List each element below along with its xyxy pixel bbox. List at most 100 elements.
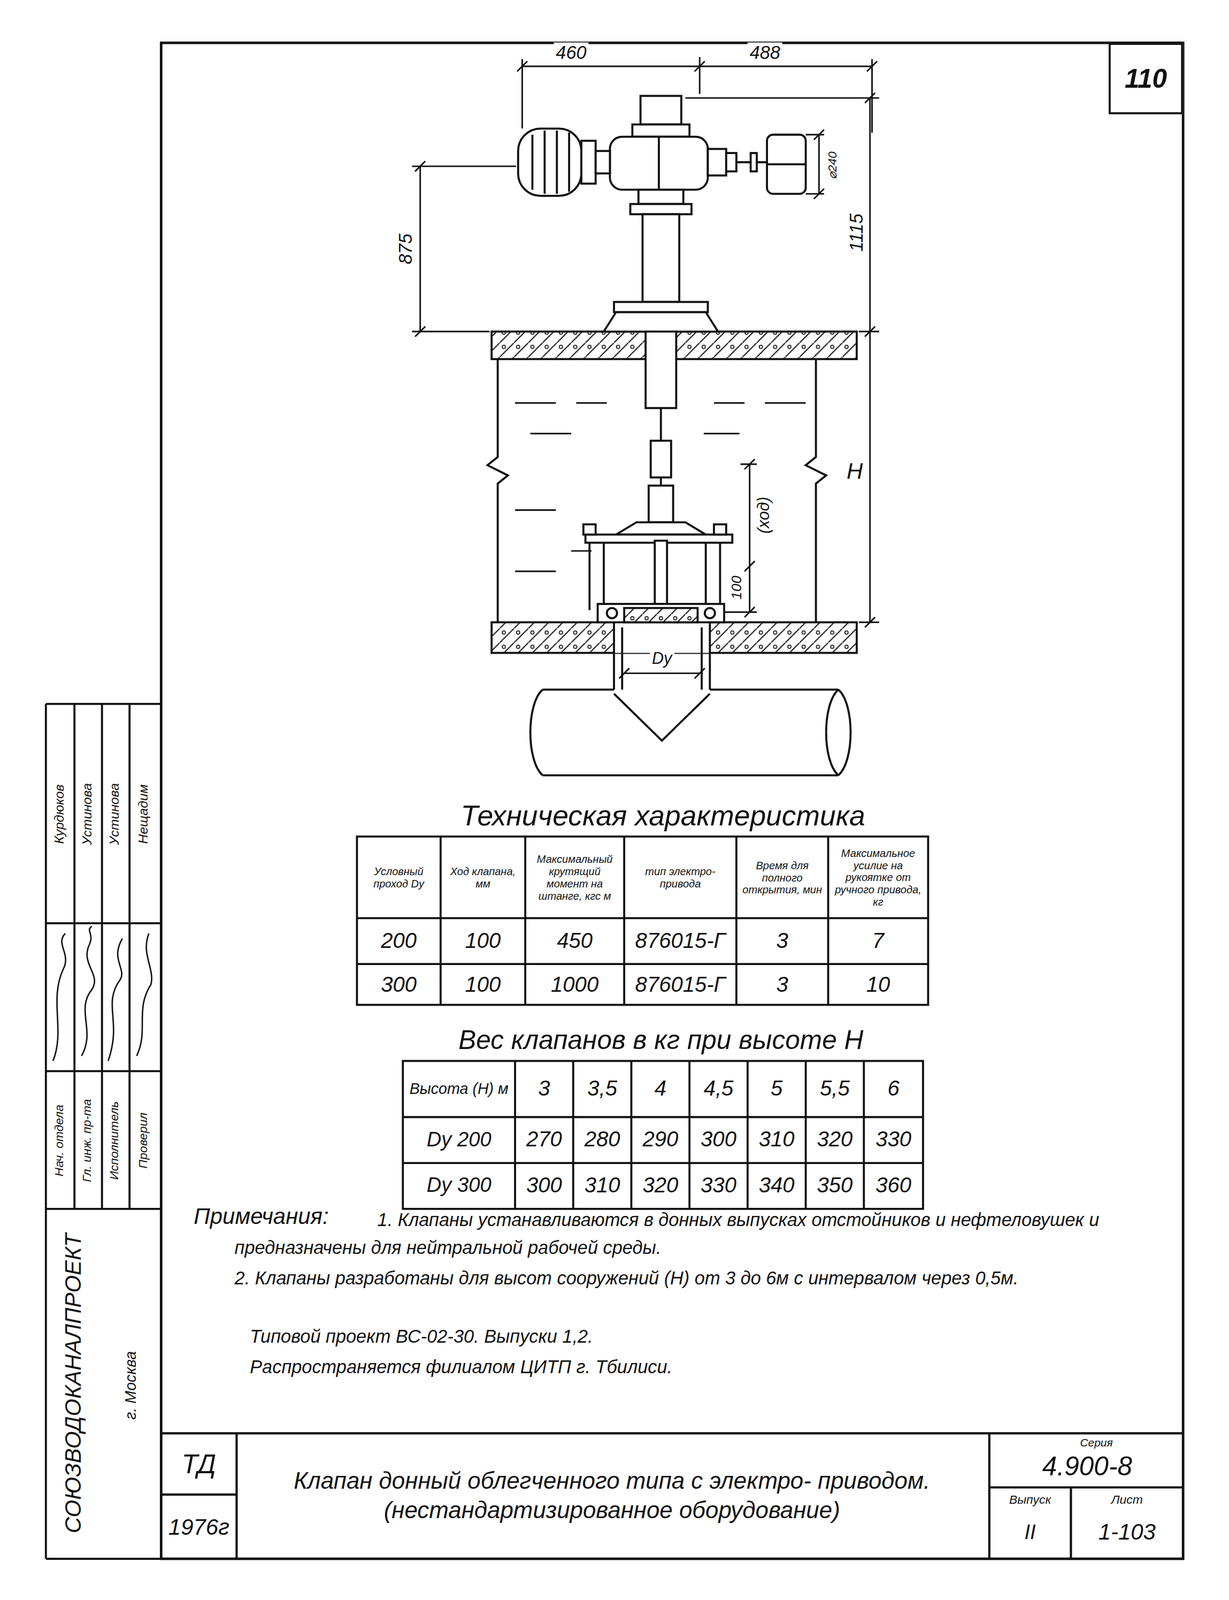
issue-number: II xyxy=(1024,1519,1036,1544)
table-cell: 320 xyxy=(642,1172,679,1198)
valve-drive xyxy=(766,134,806,195)
table-cell: 3 xyxy=(776,927,789,953)
table-header: 5,5 xyxy=(819,1076,850,1101)
table-cell: 270 xyxy=(526,1126,563,1152)
city: г. Москва xyxy=(121,1350,140,1420)
valve-body xyxy=(613,621,710,694)
concrete-slab xyxy=(491,621,857,653)
organization-name: СОЮЗВОДОКАНАЛПРОЕКТ xyxy=(60,1233,87,1534)
valve-stem xyxy=(659,408,663,441)
table-cell: 100 xyxy=(465,971,502,997)
pipe xyxy=(613,693,710,741)
valve-stem xyxy=(645,331,677,409)
table-cell: Dy 200 xyxy=(426,1127,492,1151)
stamp-lines xyxy=(45,703,161,1559)
dimension-text: 1115 xyxy=(846,211,867,254)
table-title: Техническая характеристика xyxy=(461,799,866,833)
table-cell: 200 xyxy=(380,927,417,953)
valve-body xyxy=(654,540,667,604)
concrete-slab xyxy=(613,621,710,653)
dimension-text: Dy xyxy=(649,649,674,668)
table-cell: 10 xyxy=(866,971,891,997)
tank-wall xyxy=(487,358,827,622)
dimension-line xyxy=(864,93,875,628)
table-header: Условный проход Dy xyxy=(360,864,437,890)
pipe xyxy=(542,689,839,775)
stamp-role: Гл. инж. пр-та xyxy=(80,1098,95,1182)
valve-drive xyxy=(613,301,708,312)
dimension-text: 488 xyxy=(747,42,783,64)
stamp-name: Устинова xyxy=(107,782,123,846)
table-cell: Dy 300 xyxy=(426,1173,492,1197)
table-cell: 330 xyxy=(875,1126,912,1152)
valve-drive xyxy=(595,150,611,174)
valve-drive xyxy=(638,189,684,205)
table-cell: 876015-Г xyxy=(635,971,726,997)
table-cell: 350 xyxy=(817,1172,854,1198)
sheet-number-box: 110 xyxy=(1108,42,1184,114)
stamp-role: Проверил xyxy=(136,1112,151,1169)
table-cell: 320 xyxy=(817,1126,854,1152)
table-title: Вес клапанов в кг при высоте H xyxy=(458,1025,864,1056)
valve-drive xyxy=(630,203,692,214)
sheet-number: 110 xyxy=(1124,62,1167,95)
table-grid xyxy=(356,836,928,1005)
title-block-caption: Серия xyxy=(1079,1435,1113,1449)
table-header: 3,5 xyxy=(587,1076,618,1101)
signature xyxy=(108,938,123,1061)
table-cell: 340 xyxy=(758,1172,795,1198)
valve-drive xyxy=(518,95,806,312)
dimension-text: H xyxy=(844,458,865,485)
stamp-name: Нещадим xyxy=(136,784,152,844)
stamp-lines xyxy=(45,703,161,1559)
valve-stem xyxy=(659,477,663,486)
table-header: Максимальный крутящий момент на штанге, … xyxy=(529,852,621,902)
table-header: Ход клапана, мм xyxy=(444,864,521,890)
sheet-number: 1-103 xyxy=(1098,1518,1156,1545)
table-cell: 7 xyxy=(872,927,885,953)
stamp-name: Курдюков xyxy=(52,784,68,844)
table-cell: 1000 xyxy=(550,971,599,997)
dimension-line xyxy=(724,458,757,618)
table-header: 3 xyxy=(538,1076,550,1101)
pipe xyxy=(530,689,851,775)
table-cell: 100 xyxy=(465,927,502,953)
note: Типовой проект ВС-02-30. Выпуски 1,2. xyxy=(249,1325,593,1347)
dimension-text: ⌀240 xyxy=(826,149,841,181)
signature xyxy=(52,933,66,1061)
valve-drive xyxy=(632,124,690,137)
valve-body xyxy=(583,524,596,535)
valve-body xyxy=(713,524,727,535)
valve-drive xyxy=(609,136,708,190)
dimension-line xyxy=(805,129,825,199)
table-header: 4 xyxy=(654,1076,667,1101)
stamp-role: Исполнитель xyxy=(108,1101,122,1180)
table-header: Максимальное усилие на рукоятке от ручно… xyxy=(832,846,925,909)
valve-body xyxy=(607,608,618,619)
table-header: Время для полного открытия, мин xyxy=(740,858,825,896)
valve-body xyxy=(597,603,725,622)
valve-body xyxy=(624,608,698,623)
table-cell: 300 xyxy=(700,1126,737,1152)
table-grid xyxy=(402,1060,924,1209)
table-cell: 280 xyxy=(584,1126,621,1152)
table-cell: 360 xyxy=(875,1172,912,1198)
table-header: 6 xyxy=(887,1076,900,1101)
table-header: 5 xyxy=(770,1076,783,1101)
table-cell: 876015-Г xyxy=(635,927,726,953)
signature xyxy=(136,933,152,1056)
dimension-line xyxy=(411,166,517,332)
dimension-line xyxy=(619,667,705,679)
table-cell: 330 xyxy=(700,1172,737,1198)
stamp-name: Устинова xyxy=(80,782,96,846)
sheet-frame xyxy=(160,42,1184,1559)
table-cell: 310 xyxy=(758,1126,795,1152)
valve-drive xyxy=(642,213,680,302)
valve-body xyxy=(583,521,733,694)
valve-stem xyxy=(650,440,672,478)
dimension-text: 460 xyxy=(553,42,589,64)
valve-drive xyxy=(532,130,570,194)
series-number: 4.900-8 xyxy=(1042,1451,1133,1482)
concrete-slab xyxy=(491,331,857,654)
note: Распространяется филиалом ЦИТП г. Тбилис… xyxy=(249,1356,673,1378)
